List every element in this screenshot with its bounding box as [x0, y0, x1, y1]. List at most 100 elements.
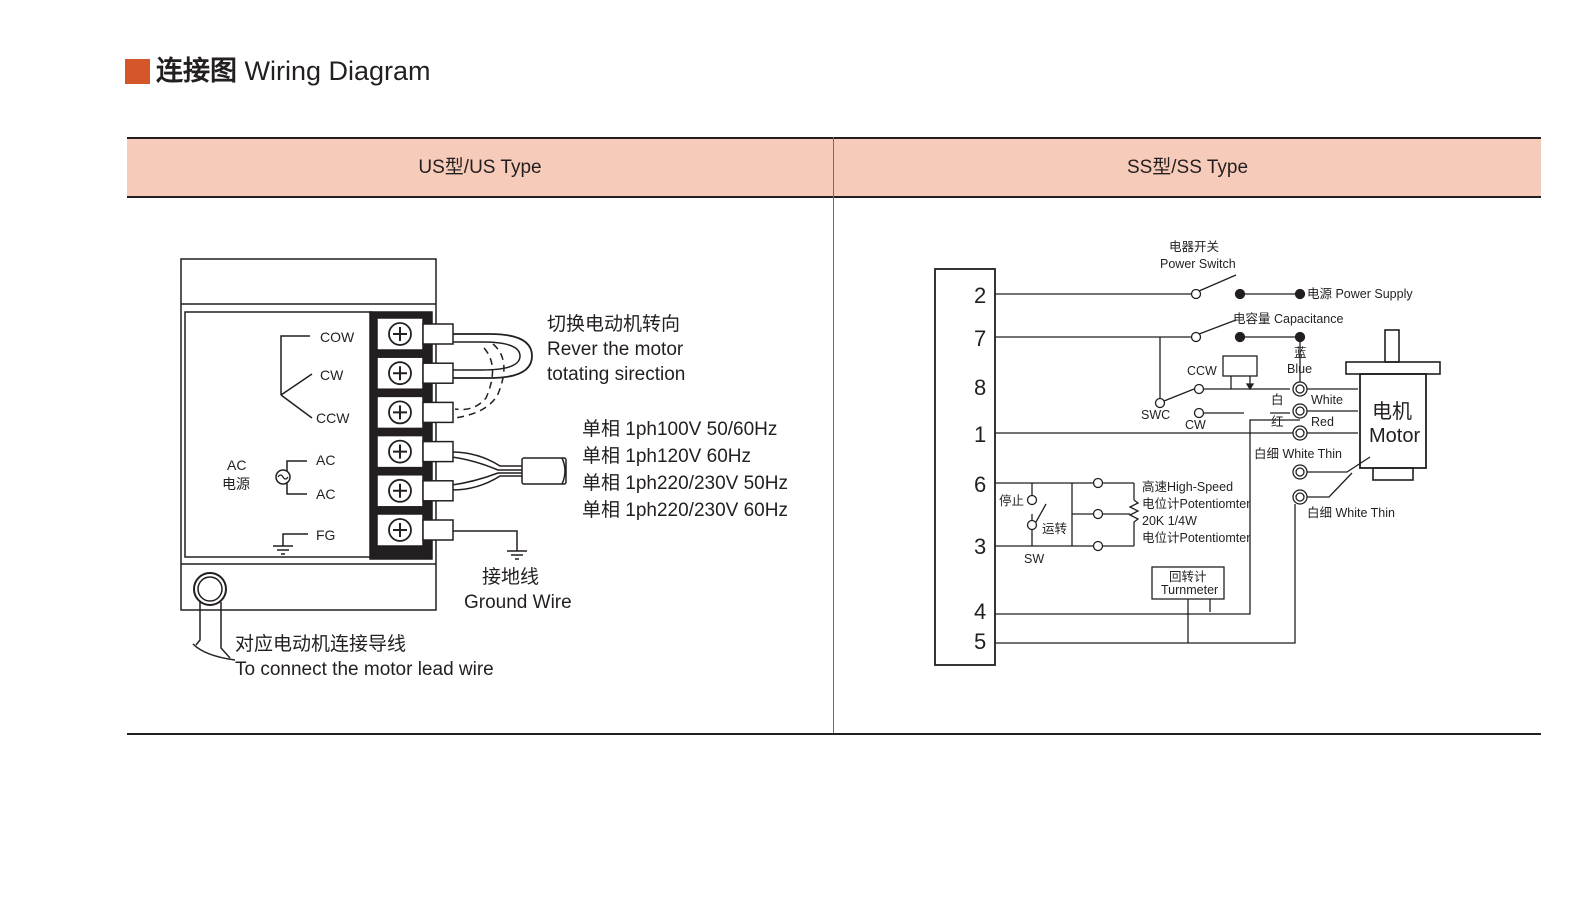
column-header-ss-type: SS型/SS Type	[1126, 157, 1249, 178]
motor-terminal-white-thin-2	[1292, 489, 1308, 505]
motor-shaft	[1384, 329, 1400, 363]
terminal-screw-cross	[393, 444, 407, 459]
lead-wire-pointer	[192, 643, 236, 661]
terminal-label-cow: COW	[320, 329, 355, 345]
terminal-lug	[422, 323, 454, 345]
column-header-us-type: US型/US Type	[418, 157, 542, 178]
terminal-screw-cross	[393, 327, 407, 341]
sw-label: SW	[1024, 552, 1044, 566]
white-label-cn: 白	[1271, 392, 1284, 407]
motor-label-en: Motor	[1369, 425, 1420, 447]
swc-switch	[1154, 397, 1166, 409]
terminal-lug	[422, 440, 454, 463]
terminal-screw-cross	[393, 405, 407, 420]
ground-wire-label-cn: 接地线	[482, 566, 539, 588]
us-controller-housing	[180, 258, 437, 611]
cw-label: CW	[1185, 418, 1206, 432]
pin-label-1: 1	[974, 422, 986, 447]
ccw-label: CCW	[1187, 364, 1217, 378]
terminal-label-ac-2: AC	[316, 486, 335, 502]
power-supply-label: 电源 Power Supply	[1307, 287, 1413, 301]
reverse-jumper-solid	[452, 333, 533, 379]
pin-label-7: 7	[974, 326, 986, 351]
potentiometer-label-1: 高速High-Speed	[1142, 479, 1233, 494]
run-switch-contact	[1026, 519, 1038, 531]
pin-label-2: 2	[974, 283, 986, 308]
supply-line-1: 单相 1ph100V 50/60Hz	[582, 418, 777, 440]
section-marker	[125, 59, 150, 84]
motor-label-cn: 电机	[1372, 400, 1412, 423]
power-switch-label-en: Power Switch	[1160, 257, 1236, 271]
lead-wire-label-cn: 对应电动机连接导线	[235, 633, 406, 655]
motor-terminal-white-thin-1	[1292, 464, 1308, 480]
potentiometer-label-4: 电位计Potentiomter	[1142, 530, 1250, 545]
terminal-label-ccw: CCW	[316, 410, 350, 426]
white-thin-label-1: 白细 White Thin	[1254, 446, 1342, 461]
run-label: 运转	[1042, 521, 1067, 536]
supply-line-2: 单相 1ph120V 60Hz	[582, 445, 751, 467]
motor-terminal-red	[1292, 403, 1308, 419]
potentiometer-label-2: 电位计Potentiomter	[1142, 496, 1250, 511]
motor-terminal-white	[1292, 381, 1308, 397]
turnmeter-label-en: Turnmeter	[1161, 583, 1218, 597]
reverse-jumper-dashed	[454, 343, 505, 419]
terminal-label-fg: FG	[316, 527, 335, 543]
section-title-en: Wiring Diagram	[244, 56, 431, 86]
ground-wire	[432, 530, 518, 551]
motor-terminal-blue	[1292, 425, 1308, 441]
swc-label: SWC	[1141, 408, 1170, 422]
us-controller-panel	[184, 311, 373, 558]
ss-controller-diagram	[934, 268, 1441, 666]
us-terminals	[376, 317, 454, 547]
capacitance-label: 电容量 Capacitance	[1233, 311, 1344, 326]
blue-label-cn: 蓝	[1294, 346, 1307, 360]
table-bottom-rule	[127, 733, 1541, 735]
ac-source-label: AC	[227, 457, 246, 473]
supply-cable	[451, 451, 522, 467]
terminal-screw-cross	[393, 366, 407, 381]
table-header: US型/US Type SS型/SS Type	[127, 137, 1541, 198]
pin-label-6: 6	[974, 472, 986, 497]
reverse-note-cn: 切换电动机转向	[547, 313, 680, 335]
turnmeter-label-cn: 回转计	[1169, 569, 1207, 584]
stop-label: 停止	[999, 493, 1024, 508]
ac-source-label-cn: 电源	[222, 476, 250, 492]
wire-pin-5	[995, 504, 1296, 644]
pin-label-3: 3	[974, 534, 986, 559]
us-selector-wire	[280, 335, 310, 395]
ground-wire-label-en: Ground Wire	[464, 592, 572, 613]
power-switch-label-cn: 电器开关	[1169, 240, 1219, 254]
wire-pin-4	[995, 419, 1300, 615]
terminal-label-ac-1: AC	[316, 452, 335, 468]
pin-label-8: 8	[974, 375, 986, 400]
stop-switch-contact	[1026, 494, 1038, 506]
white-label-en: White	[1311, 393, 1343, 407]
power-supply-terminal	[1294, 288, 1306, 300]
terminal-lug	[422, 362, 454, 384]
capacitor-symbol	[1222, 355, 1258, 377]
terminal-screw-cross	[393, 483, 407, 498]
terminal-lug	[422, 401, 454, 424]
blue-label-en: Blue	[1287, 362, 1312, 376]
pin-label-5: 5	[974, 629, 986, 654]
terminal-lug	[422, 519, 454, 541]
section-title: 连接图 Wiring Diagram	[156, 54, 431, 88]
potentiometer-label-3: 20K 1/4W	[1142, 514, 1197, 528]
power-switch	[1198, 274, 1237, 292]
supply-line-3: 单相 1ph220/230V 50Hz	[582, 472, 788, 494]
lead-wire-label-en: To connect the motor lead wire	[235, 659, 494, 680]
terminal-label-cw: CW	[320, 367, 344, 383]
terminal-lug	[422, 480, 454, 502]
section-title-cn: 连接图	[156, 56, 237, 86]
red-label-cn: 红	[1271, 414, 1284, 429]
reverse-note-en-1: Rever the motor	[547, 339, 684, 360]
terminal-screw-cross	[393, 523, 407, 537]
ss-pin-strip	[934, 268, 996, 666]
potentiometer-symbol	[1128, 499, 1140, 523]
white-thin-label-2: 白细 White Thin	[1307, 505, 1395, 520]
pin-label-4: 4	[974, 599, 986, 624]
lead-wire-grommet	[193, 572, 227, 606]
red-label-en: Red	[1311, 415, 1334, 429]
reverse-note-en-2: totating sirection	[547, 364, 685, 385]
